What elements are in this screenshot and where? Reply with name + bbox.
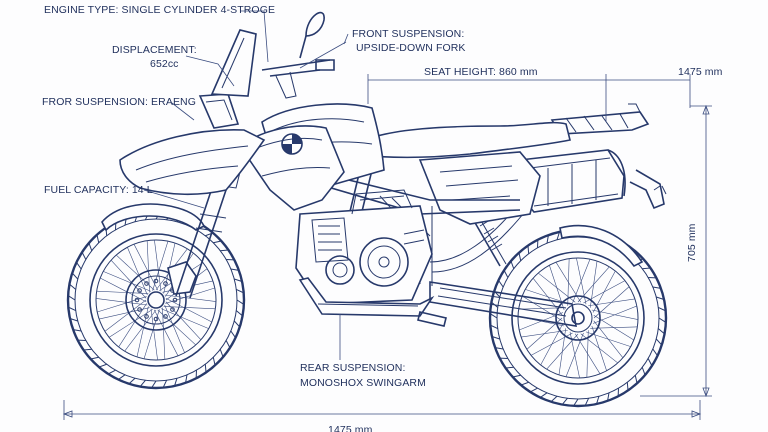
rear-mudguard: [559, 224, 644, 268]
seat: [358, 121, 571, 159]
front-wheel: [66, 210, 246, 390]
roundel-logo-icon: [281, 133, 303, 155]
rear-suspension-title-label: REAR SUSPENSION:: [300, 362, 406, 374]
displacement-title-label: DISPLACEMENT:: [112, 44, 197, 56]
leader-lines: [143, 10, 349, 360]
handlebar: [261, 11, 335, 99]
front-fairing: [119, 128, 266, 196]
overall-height-label: 1475 mm: [678, 66, 723, 78]
front-mudguard: [101, 203, 206, 232]
engine-type-label: ENGINE TYPE: SINGLE CYLINDER 4-STROGE: [44, 4, 276, 16]
front-suspension-title-label: FRONT SUSPENSION:: [352, 28, 465, 40]
windscreen: [210, 29, 257, 97]
displacement-value-label: 652cc: [150, 58, 179, 70]
fuel-capacity-label: FUEL CAPACITY: 14 L: [44, 184, 153, 196]
side-panel: [418, 151, 541, 225]
overall-length-label: 1475 mm: [328, 424, 373, 432]
fror-suspension-label: FROR SUSPENSION: ERAENG: [42, 96, 196, 108]
seat-height-dimension: [367, 74, 691, 122]
rear-wheel: [488, 228, 668, 408]
rear-suspension-value-label: MONOSHOX SWINGARM: [300, 377, 426, 389]
front-suspension-value-label: UPSIDE-DOWN FORK: [356, 42, 466, 54]
headlight: [198, 93, 240, 129]
overall-length-dimension: [62, 400, 702, 420]
skid-plate: [298, 277, 435, 317]
engine: [295, 189, 433, 305]
seat-height-label: SEAT HEIGHT: 860 mm: [424, 66, 538, 78]
overall-height-dimension: [640, 104, 712, 398]
swingarm: [429, 281, 577, 327]
wheel-height-label: 705 mm: [686, 223, 698, 262]
footpeg: [417, 311, 447, 327]
